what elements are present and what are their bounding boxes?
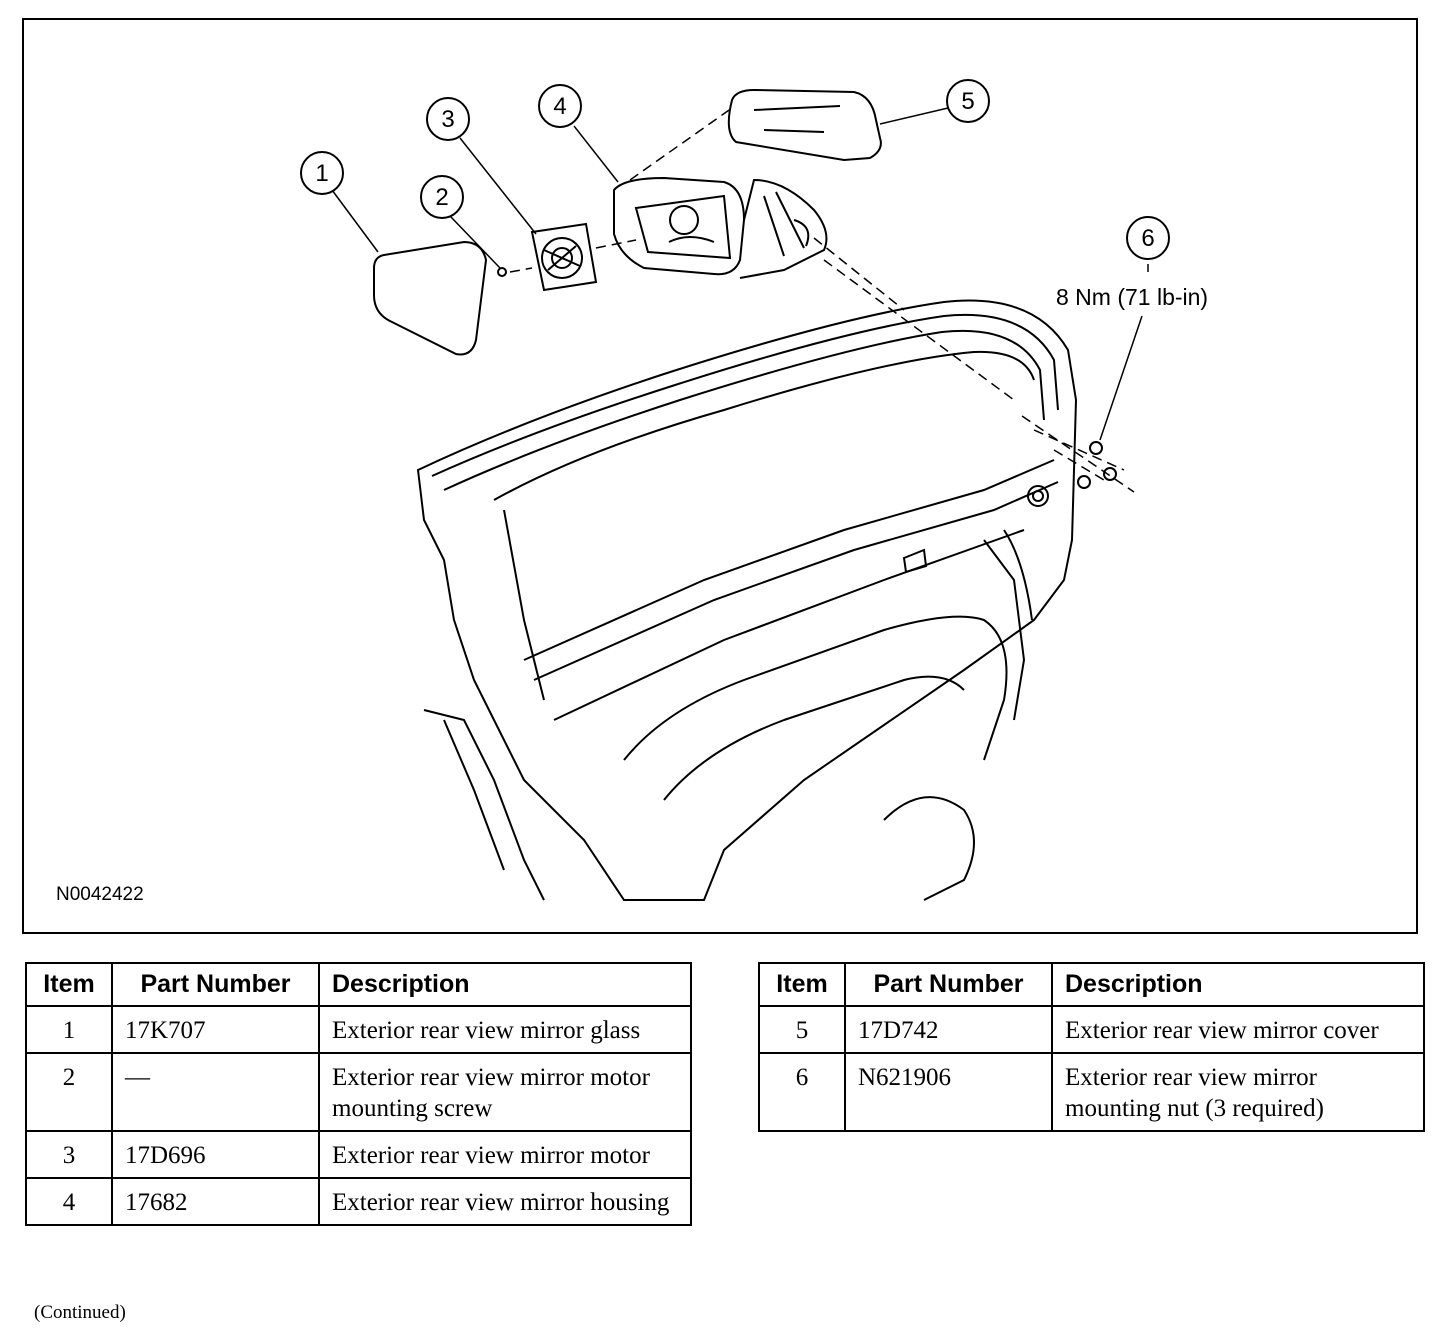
- item-cell: 2: [25, 1052, 113, 1132]
- header-part-number: Part Number: [844, 962, 1053, 1007]
- continued-note: (Continued): [34, 1302, 126, 1323]
- screw-part: [497, 267, 507, 277]
- callout-3-label: 3: [441, 106, 454, 133]
- figure-id: N0042422: [56, 884, 144, 905]
- callout-3: 3: [426, 97, 470, 141]
- table-row: 1 17K707 Exterior rear view mirror glass: [25, 1005, 692, 1054]
- part-number-cell: 17D696: [111, 1130, 320, 1179]
- callout-6: 6: [1126, 216, 1170, 260]
- description-cell: Exterior rear view mirror motor: [318, 1130, 692, 1179]
- table-header-row: Item Part Number Description: [758, 962, 1425, 1007]
- item-cell: 6: [758, 1052, 846, 1132]
- header-part-number: Part Number: [111, 962, 320, 1007]
- header-description: Description: [318, 962, 692, 1007]
- item-cell: 3: [25, 1130, 113, 1179]
- mirror-glass-part: [373, 240, 488, 356]
- callout-6-label: 6: [1141, 225, 1154, 252]
- description-cell: Exterior rear view mirror mounting nut (…: [1051, 1052, 1425, 1132]
- part-number-cell: 17K707: [111, 1005, 320, 1054]
- callout-2: 2: [420, 175, 464, 219]
- item-cell: 1: [25, 1005, 113, 1054]
- table-header-row: Item Part Number Description: [25, 962, 692, 1007]
- callout-5-label: 5: [961, 88, 974, 115]
- table-row: 4 17682 Exterior rear view mirror housin…: [25, 1177, 692, 1226]
- table-row: 3 17D696 Exterior rear view mirror motor: [25, 1130, 692, 1179]
- callout-5: 5: [946, 79, 990, 123]
- callouts: 1 2 3 4 5 6: [300, 79, 1170, 260]
- item-cell: 5: [758, 1005, 846, 1054]
- header-item: Item: [758, 962, 846, 1007]
- table-row: 5 17D742 Exterior rear view mirror cover: [758, 1005, 1425, 1054]
- description-cell: Exterior rear view mirror motor mounting…: [318, 1052, 692, 1132]
- parts-table-left: Item Part Number Description 1 17K707 Ex…: [25, 962, 692, 1226]
- table-row: 6 N621906 Exterior rear view mirror moun…: [758, 1052, 1425, 1132]
- part-number-cell: 17682: [111, 1177, 320, 1226]
- parts-table-right: Item Part Number Description 5 17D742 Ex…: [758, 962, 1425, 1132]
- mirror-cover-part: [727, 88, 882, 162]
- item-cell: 4: [25, 1177, 113, 1226]
- description-cell: Exterior rear view mirror housing: [318, 1177, 692, 1226]
- callout-2-label: 2: [435, 184, 448, 211]
- mounting-nut-parts: [1077, 441, 1117, 489]
- callout-1-label: 1: [315, 160, 328, 187]
- header-item: Item: [25, 962, 113, 1007]
- table-row: 2 — Exterior rear view mirror motor moun…: [25, 1052, 692, 1132]
- exploded-view-figure: 1 2 3 4 5 6 8 Nm (71 lb-in): [22, 18, 1418, 934]
- torque-spec: 8 Nm (71 lb-in): [1056, 284, 1209, 310]
- mirror-housing-part: [613, 176, 828, 279]
- door-frame: [416, 299, 1078, 901]
- part-number-cell: —: [111, 1052, 320, 1132]
- alignment-lines: [509, 107, 1135, 493]
- description-cell: Exterior rear view mirror cover: [1051, 1005, 1425, 1054]
- callout-1: 1: [300, 151, 344, 195]
- callout-4: 4: [538, 84, 582, 128]
- header-description: Description: [1051, 962, 1425, 1007]
- mirror-motor-part: [530, 222, 598, 292]
- description-cell: Exterior rear view mirror glass: [318, 1005, 692, 1054]
- part-number-cell: 17D742: [844, 1005, 1053, 1054]
- leader-lines: [331, 107, 1149, 441]
- mirror-door-illustration: 1 2 3 4 5 6: [300, 79, 1170, 901]
- callout-4-label: 4: [553, 93, 566, 120]
- part-number-cell: N621906: [844, 1052, 1053, 1132]
